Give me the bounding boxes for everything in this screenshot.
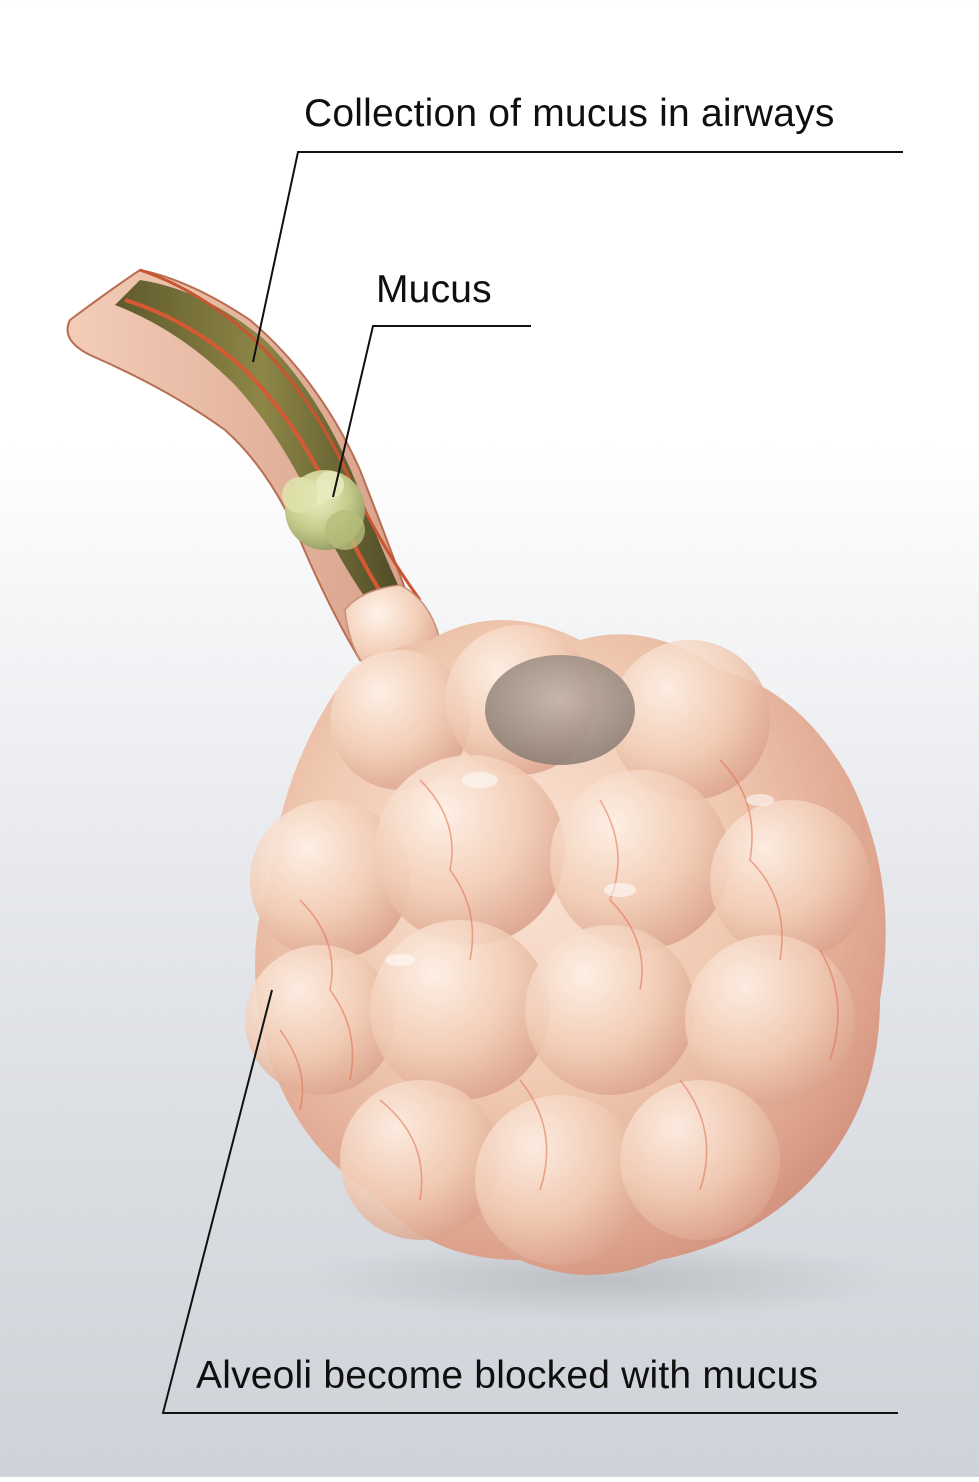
label-airways: Collection of mucus in airways (304, 92, 835, 136)
leader-line-airways (253, 152, 903, 362)
leader-line-mucus (333, 326, 531, 497)
label-alveoli: Alveoli become blocked with mucus (196, 1354, 818, 1398)
alveoli-cluster (245, 620, 886, 1275)
mucus-blob (282, 470, 365, 550)
label-mucus: Mucus (376, 268, 492, 312)
